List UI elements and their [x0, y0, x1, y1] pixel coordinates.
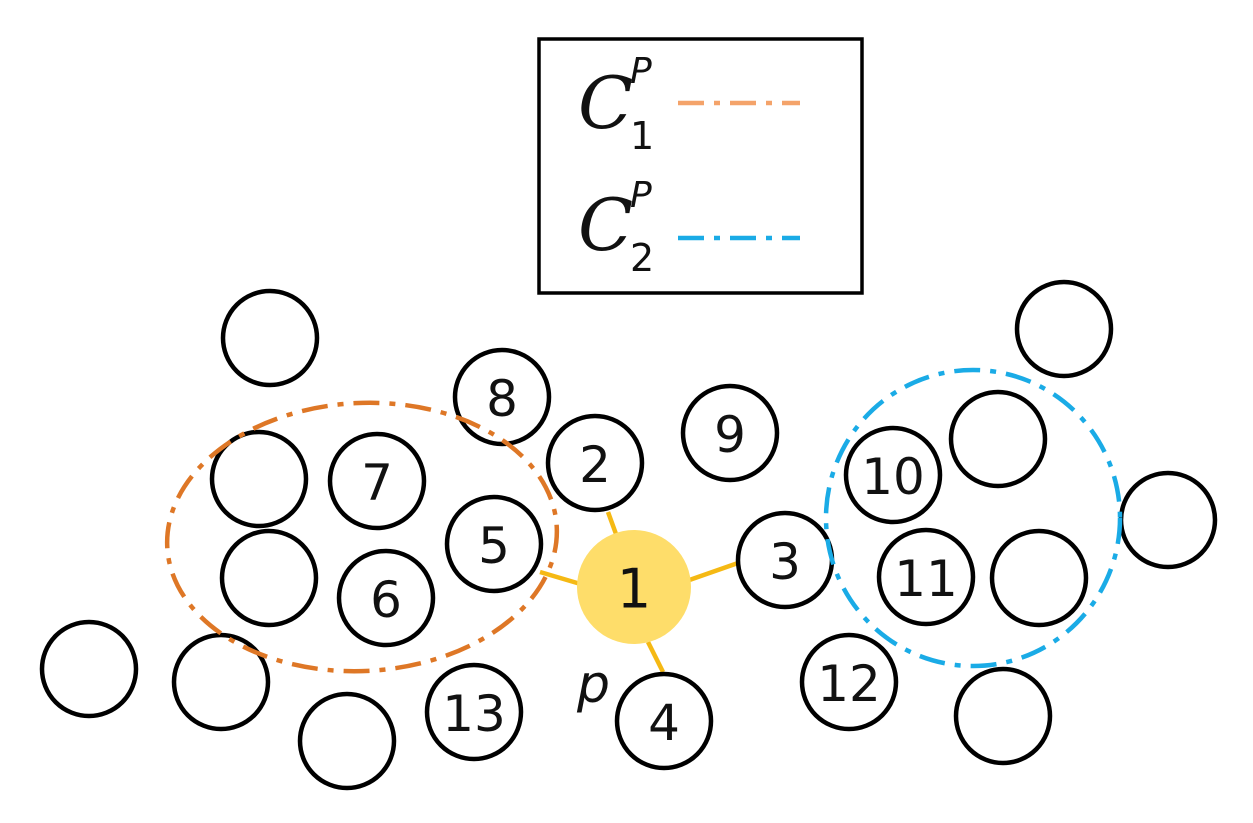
node-11-label: 11 [894, 550, 958, 608]
center-node: 1 [577, 530, 691, 644]
legend-c2-subscript: 2 [630, 236, 654, 280]
node-unlabeled [39, 619, 139, 719]
node-unlabeled [989, 528, 1089, 628]
legend-c2-superscript: P [630, 175, 652, 216]
node-8-label: 8 [486, 370, 518, 428]
node-13-circle [424, 662, 524, 762]
node-unlabeled [219, 528, 319, 628]
node-7-circle [327, 431, 427, 531]
node-3-label: 3 [769, 533, 801, 591]
edge-1-4 [645, 640, 666, 674]
legend-c2-symbol: C [578, 183, 633, 267]
node-11-circle [876, 527, 976, 627]
legend-box [537, 37, 864, 295]
node-5-label: 5 [478, 517, 510, 575]
node-4-circle [614, 671, 714, 771]
node-12-label: 12 [817, 655, 881, 713]
node-5-circle [444, 494, 544, 594]
node-2-label: 2 [579, 436, 611, 494]
legend: C P 1 C P 2 [537, 37, 864, 295]
node-unlabeled [209, 429, 309, 529]
node-unlabeled [948, 389, 1048, 489]
node-4-label: 4 [648, 694, 680, 752]
cluster-c2-outline [823, 367, 1123, 669]
node-10-label: 10 [861, 448, 925, 506]
node-6-label: 6 [370, 571, 402, 629]
clusters [164, 367, 1123, 674]
node-8-circle [452, 347, 552, 447]
node-9-label: 9 [714, 406, 746, 464]
node-1-circle [577, 530, 691, 644]
legend-c1-superscript: P [630, 51, 652, 92]
node-9-circle [680, 383, 780, 483]
legend-c1-symbol: C [578, 61, 633, 145]
legend-c1-subscript: 1 [630, 114, 654, 158]
node-1-label: 1 [617, 558, 651, 621]
node-7-label: 7 [361, 454, 393, 512]
node-10-circle [843, 425, 943, 525]
node-unlabeled [171, 632, 271, 732]
cluster-c1-outline [164, 400, 560, 674]
node-2-circle [545, 413, 645, 513]
node-12-circle [799, 632, 899, 732]
node-6-circle [336, 548, 436, 648]
node-unlabeled [220, 288, 320, 388]
node-unlabeled [1014, 279, 1114, 379]
node-unlabeled [953, 666, 1053, 766]
p-label: p [576, 655, 610, 715]
node-unlabeled [1118, 470, 1218, 570]
labeled-nodes: 7 6 5 8 2 9 3 4 10 11 12 13 [327, 347, 976, 771]
node-13-label: 13 [442, 685, 506, 743]
unlabeled-nodes [39, 279, 1218, 791]
node-unlabeled [297, 691, 397, 791]
